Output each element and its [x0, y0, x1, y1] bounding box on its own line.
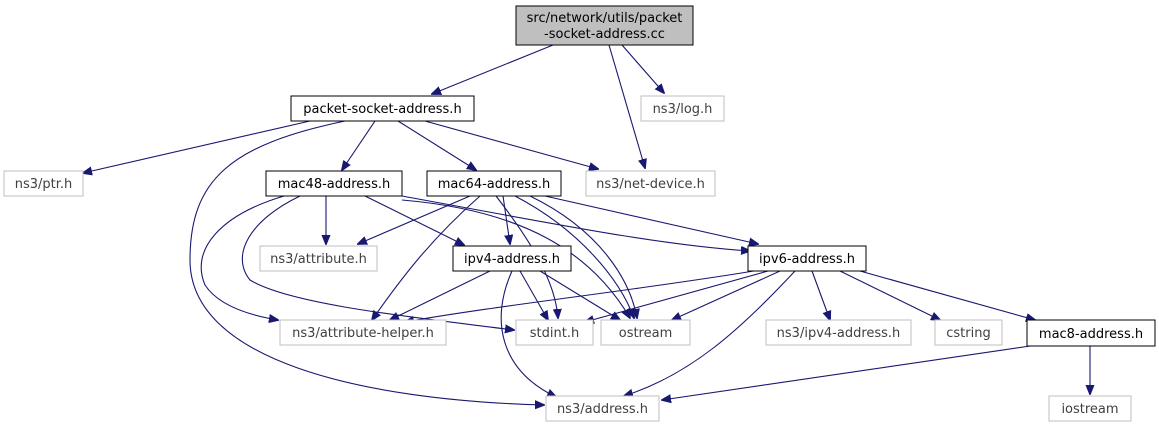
node-label: ns3/net-device.h — [596, 177, 705, 192]
edge-mac64-to-ostream-b — [529, 195, 637, 318]
edge-ipv6-to-mac8-address-h — [859, 270, 1035, 320]
node-ns3-address-h[interactable]: ns3/address.h — [545, 395, 660, 422]
edge-ipv4-to-ns3-attribute-helper-h — [390, 270, 491, 320]
node-label: mac64-address.h — [438, 177, 550, 192]
node-ns3-attribute-h[interactable]: ns3/attribute.h — [259, 245, 378, 272]
node-label: ipv4-address.h — [464, 252, 560, 267]
node-label: ostream — [619, 326, 673, 341]
node-label-line1: src/network/utils/packet — [527, 11, 683, 26]
edge-mac64-to-ns3-attribute-h — [358, 195, 471, 244]
node-mac64-address-h[interactable]: mac64-address.h — [426, 170, 562, 197]
edge-ipv6-to-stdint-h — [585, 270, 769, 322]
node-ns3-attribute-helper-h[interactable]: ns3/attribute-helper.h — [279, 319, 447, 346]
node-label: iostream — [1061, 402, 1118, 417]
edge-mac48-to-ipv4-address-h — [364, 195, 464, 245]
node-label: packet-socket-address.h — [303, 102, 461, 117]
edge-ipv4-to-ostream — [539, 270, 620, 320]
edge-psa-to-ns3-ptr-h — [83, 120, 311, 173]
edge-mac8-to-ns3-address-h — [662, 345, 1031, 400]
node-label: stdint.h — [530, 326, 579, 341]
node-label-line2: -socket-address.cc — [544, 27, 665, 42]
node-ipv6-address-h[interactable]: ipv6-address.h — [747, 245, 867, 272]
node-ns3-net-device-h[interactable]: ns3/net-device.h — [585, 170, 716, 197]
edge-ipv6-to-cstring — [839, 270, 940, 320]
edge-mac48-to-ostream — [401, 199, 630, 318]
node-cstring[interactable]: cstring — [934, 319, 1003, 346]
node-ostream[interactable]: ostream — [600, 319, 691, 346]
edge-psa-to-ns3-net-device-h — [424, 120, 598, 169]
edge-root-to-ns3-log-h — [621, 44, 664, 93]
node-label: mac8-address.h — [1039, 327, 1143, 342]
edge-root-to-packet-socket-address-h — [432, 44, 554, 94]
node-ns3-ipv4-address-h[interactable]: ns3/ipv4-address.h — [765, 319, 912, 346]
edge-mac64-to-ostream-a — [514, 195, 634, 318]
node-packet-socket-address-cc[interactable]: src/network/utils/packet -socket-address… — [515, 5, 694, 46]
node-label: ns3/log.h — [653, 102, 713, 117]
node-ns3-ptr-h[interactable]: ns3/ptr.h — [3, 170, 84, 197]
node-label: ns3/attribute-helper.h — [292, 326, 434, 341]
node-ns3-log-h[interactable]: ns3/log.h — [640, 95, 725, 122]
edge-ipv6-to-ns3-address-h — [624, 270, 796, 396]
node-label: cstring — [946, 326, 990, 341]
edge-mac48-to-ns3-attribute-helper-h — [200, 195, 285, 320]
node-label: ipv6-address.h — [759, 252, 855, 267]
edge-psa-to-ns3-address-h — [189, 120, 544, 405]
node-mac8-address-h[interactable]: mac8-address.h — [1026, 319, 1156, 347]
node-label: ns3/ipv4-address.h — [777, 326, 901, 341]
node-label: ns3/attribute.h — [270, 252, 367, 267]
edge-ipv4-to-ns3-address-h — [500, 270, 556, 397]
edge-ipv6-to-ns3-attribute-helper-h — [405, 269, 761, 322]
node-label: mac48-address.h — [278, 177, 390, 192]
node-ipv4-address-h[interactable]: ipv4-address.h — [452, 245, 572, 272]
dependency-edges — [83, 44, 1090, 405]
edge-ipv6-to-ostream — [672, 270, 781, 320]
edge-psa-to-mac48-address-h — [342, 120, 376, 170]
node-label: ns3/address.h — [557, 402, 648, 417]
edge-root-to-ns3-net-device-h — [608, 44, 645, 168]
node-iostream[interactable]: iostream — [1048, 395, 1132, 422]
edge-mac64-to-ns3-attribute-helper-h — [372, 195, 481, 320]
edge-ipv6-to-ns3-ipv4-address-h — [811, 270, 830, 320]
edge-mac48-to-ipv6-address-h — [401, 195, 750, 251]
edge-psa-to-mac64-address-h — [397, 120, 476, 170]
node-packet-socket-address-h[interactable]: packet-socket-address.h — [290, 95, 475, 122]
node-mac48-address-h[interactable]: mac48-address.h — [265, 170, 403, 197]
node-stdint-h[interactable]: stdint.h — [515, 319, 594, 346]
edge-mac64-to-ipv6-address-h — [544, 195, 758, 244]
node-label: ns3/ptr.h — [15, 177, 73, 192]
edge-ipv4-to-stdint-h — [519, 270, 548, 320]
edge-mac64-to-ipv4-address-h — [502, 195, 510, 244]
